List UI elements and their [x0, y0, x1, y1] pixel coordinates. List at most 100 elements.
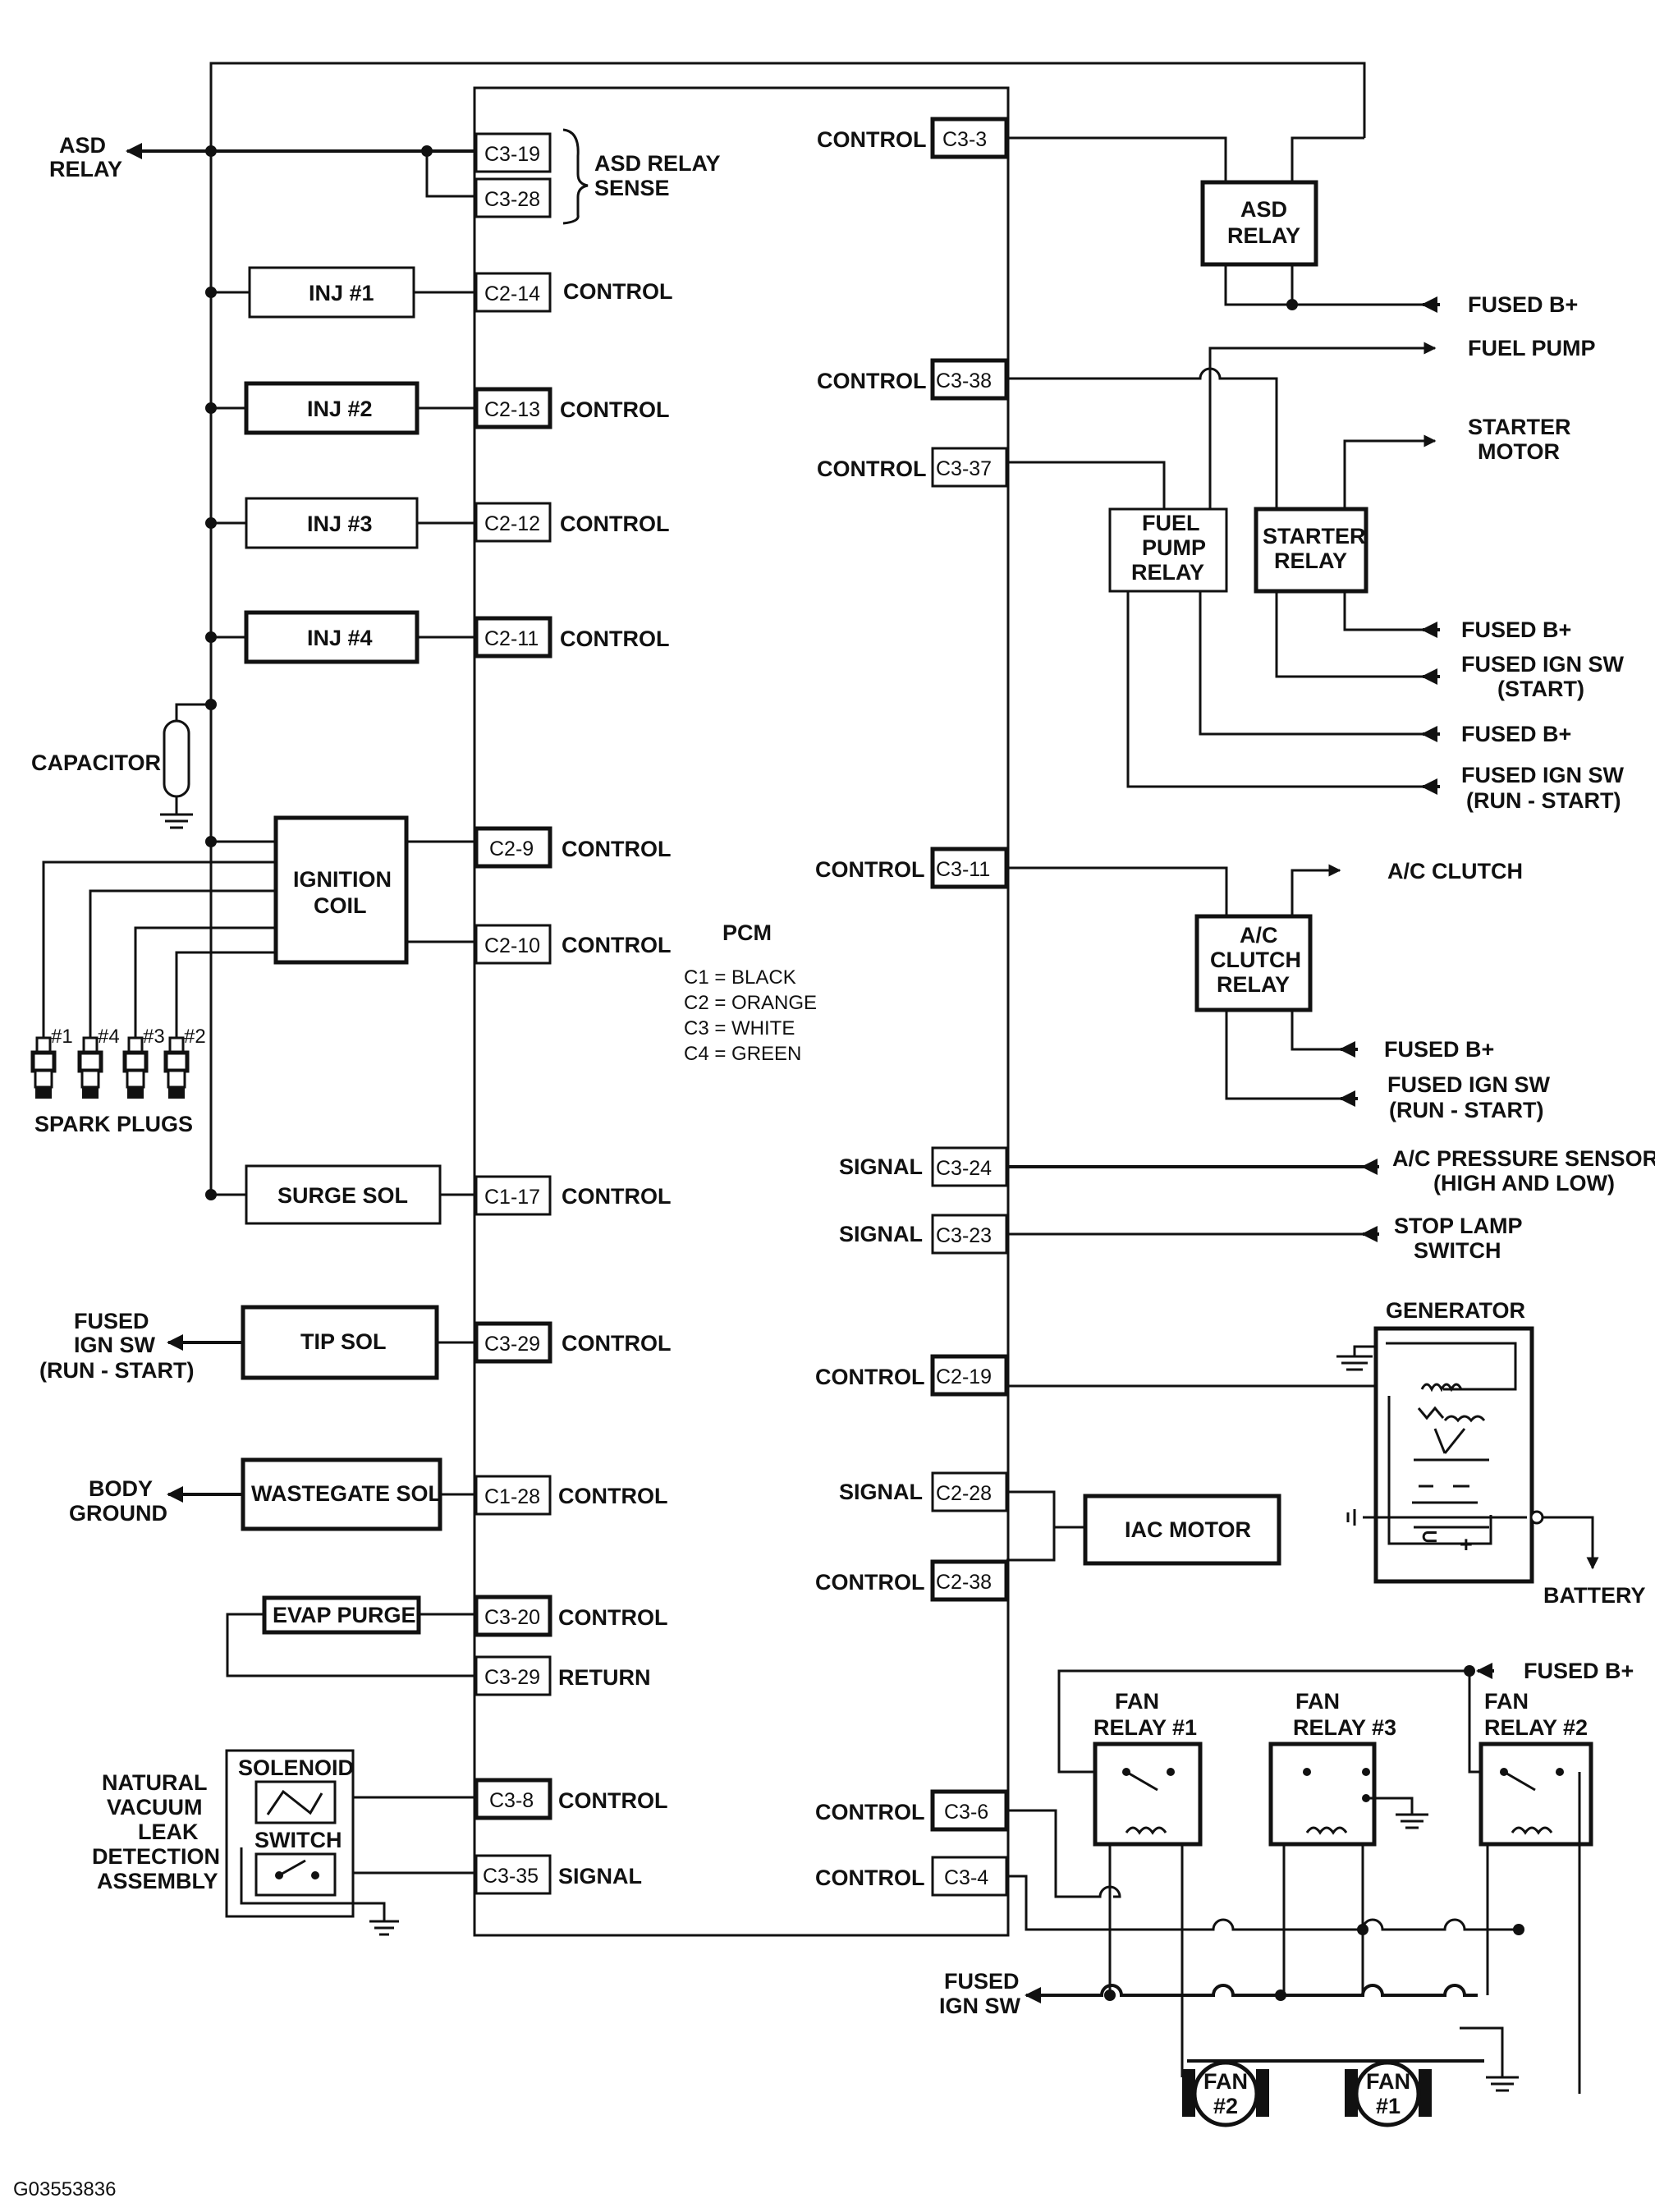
pin-box: [474, 924, 552, 965]
pin-label: C2-12: [484, 512, 540, 535]
left-bus-wiring: [126, 62, 1366, 1875]
fan-motor-1: FAN #1: [1345, 2060, 1432, 2127]
injector-3: INJ #3: [245, 497, 419, 549]
pin-box: [931, 447, 1008, 488]
pin-box: [474, 1854, 552, 1895]
pin-desc: SIGNAL: [558, 1864, 642, 1888]
pin-box: [474, 132, 552, 173]
fuel-pump-starter-circuits: FUEL PUMP RELAY STARTER RELAY FUEL PUMP …: [1006, 336, 1625, 813]
ac-clutch-circuit: A/C CLUTCH RELAY A/C CLUTCH FUSED B+ FUS…: [1006, 859, 1551, 1122]
ac-pressure-label: A/C PRESSURE SENSOR: [1392, 1146, 1655, 1171]
pin-label: C2-14: [484, 282, 540, 305]
legend-c2: C2 = ORANGE: [684, 992, 817, 1014]
pin-box: [930, 1354, 1009, 1397]
asd-relay-label: RELAY: [1227, 223, 1300, 248]
iac-motor-label: IAC MOTOR: [1125, 1517, 1251, 1542]
asd-sense-brace: [562, 128, 589, 225]
fan-fused-b-label: FUSED B+: [1524, 1659, 1634, 1683]
pin-label: C3-29: [484, 1333, 540, 1356]
evap-purge: EVAP PURGE: [262, 1595, 421, 1635]
injector-4: INJ #4: [244, 610, 419, 664]
pin-label: C2-13: [484, 398, 540, 421]
pin-label: C2-28: [936, 1482, 992, 1505]
spark-plug-number: #3: [143, 1026, 165, 1048]
pin-desc: SIGNAL: [839, 1222, 923, 1246]
ac-clutch-relay-label: RELAY: [1217, 972, 1290, 997]
pin-box: [930, 847, 1009, 889]
fpr-fused-ign-label: (RUN - START): [1466, 788, 1621, 813]
spark-plug-icon: [122, 1036, 149, 1099]
generator: GENERATOR ⊂ + BATTERY: [1006, 1298, 1646, 1608]
body-ground-label: GROUND: [69, 1501, 167, 1526]
pin-box: [474, 616, 552, 659]
pin-label: C3-11: [936, 858, 990, 881]
capacitor: CAPACITOR: [31, 719, 193, 829]
pin-box: [931, 1146, 1008, 1187]
pcm-title: PCM: [722, 920, 772, 945]
pin-box: [474, 1595, 552, 1637]
generator-label: GENERATOR: [1386, 1298, 1525, 1323]
solenoid-label: SOLENOID: [238, 1755, 354, 1780]
pin-box: [930, 117, 1009, 159]
plus-symbol: +: [1460, 1532, 1473, 1557]
pin-box: [474, 177, 552, 218]
asd-relay-sense-label: SENSE: [594, 176, 670, 200]
fan-relay-1-label: FAN: [1115, 1689, 1159, 1714]
legend-c4: C4 = GREEN: [684, 1043, 801, 1065]
pin-box: [474, 502, 552, 543]
iac-motor: IAC MOTOR: [1006, 1490, 1281, 1566]
asd-fused-b-label: FUSED B+: [1468, 292, 1578, 317]
ac-fused-ign-label: (RUN - START): [1389, 1098, 1543, 1122]
pcm-connector-legend: C1 = BLACK C2 = ORANGE C3 = WHITE C4 = G…: [684, 966, 817, 1065]
injector-1: INJ #1: [248, 266, 415, 319]
pin-desc: CONTROL: [817, 127, 926, 152]
ac-fused-ign-label: FUSED IGN SW: [1387, 1072, 1551, 1097]
spark-plugs: #1 #4 #3 #2 SPARK PLUGS: [30, 1026, 206, 1136]
tip-fused-ign-label: IGN SW: [74, 1333, 156, 1357]
spark-plug-icon: [163, 1036, 190, 1099]
switch-label: SWITCH: [254, 1828, 342, 1852]
legend-c3: C3 = WHITE: [684, 1017, 795, 1039]
fuel-pump-relay-label: RELAY: [1131, 560, 1204, 585]
pin-label: C3-4: [944, 1866, 988, 1889]
spark-plug-number: #2: [184, 1026, 206, 1048]
stop-lamp-label: SWITCH: [1414, 1238, 1501, 1263]
pin-box: [474, 272, 552, 313]
nvld-label: ASSEMBLY: [97, 1869, 218, 1893]
pin-desc: CONTROL: [560, 512, 669, 536]
ac-clutch-relay-label: CLUTCH: [1210, 948, 1301, 972]
pin-desc: CONTROL: [815, 1570, 924, 1595]
pin-desc: CONTROL: [563, 279, 672, 304]
starter-fused-ign-label: (START): [1497, 677, 1584, 701]
pin-box: [474, 826, 552, 869]
pin-desc: CONTROL: [817, 369, 926, 393]
injector-1-label: INJ #1: [309, 281, 374, 305]
pin-desc: CONTROL: [815, 1866, 924, 1890]
pin-desc: CONTROL: [558, 1788, 667, 1813]
pin-label: C3-23: [936, 1224, 992, 1247]
tip-solenoid: TIP SOL FUSED IGN SW (RUN - START): [39, 1305, 439, 1383]
pin-desc: CONTROL: [562, 933, 671, 957]
legend-c1: C1 = BLACK: [684, 966, 796, 989]
nvld-label: LEAK: [138, 1820, 199, 1844]
pin-desc: CONTROL: [815, 1800, 924, 1824]
nvld-assembly: SOLENOID SWITCH NATURAL VACUUM LEAK DETE…: [92, 1749, 399, 1936]
tip-fused-ign-label: FUSED: [74, 1309, 149, 1333]
ac-fused-b-label: FUSED B+: [1384, 1037, 1494, 1062]
spark-plug-number: #4: [98, 1026, 120, 1048]
bus-junction-dots: [205, 145, 433, 1200]
pin-label: C3-24: [936, 1157, 992, 1180]
left-pin-group: C3-19 C3-28 C2-14 CONTROL C2-13 CONTROL …: [474, 132, 672, 1895]
pcm-block: [473, 86, 1010, 1937]
pin-label: C1-17: [484, 1186, 540, 1209]
body-ground-label: BODY: [89, 1476, 153, 1501]
wastegate-solenoid: WASTEGATE SOL BODY GROUND: [69, 1457, 442, 1531]
pin-desc: RETURN: [558, 1665, 651, 1690]
pin-label: C2-9: [489, 838, 534, 860]
evap-purge-label: EVAP PURGE: [273, 1603, 416, 1627]
pin-desc: SIGNAL: [839, 1480, 923, 1504]
battery-label: BATTERY: [1543, 1583, 1646, 1608]
pin-label: C3-38: [936, 369, 992, 392]
asd-relay-label: ASD: [1240, 197, 1287, 222]
